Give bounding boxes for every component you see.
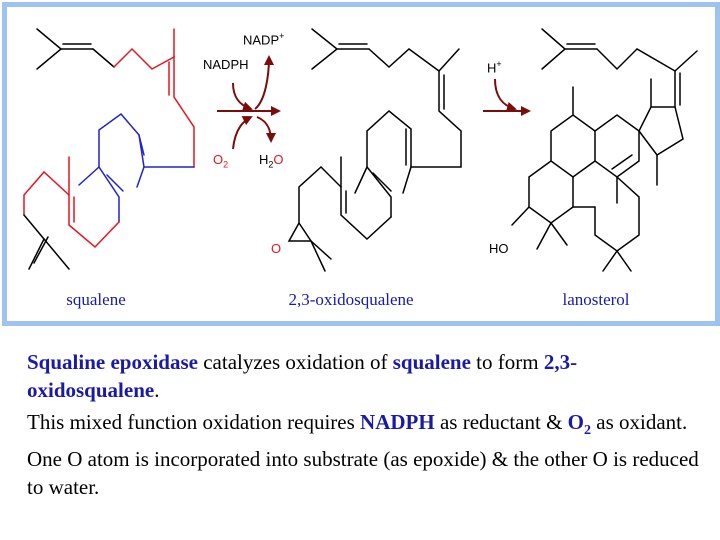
- substrate-name: squalene: [392, 350, 471, 374]
- description-paragraph-2: This mixed function oxidation requires N…: [27, 410, 699, 500]
- nadp-plus-label: NADP+: [243, 31, 285, 48]
- reaction-arrow-epoxidation: [217, 55, 281, 150]
- lanosterol-name: lanosterol: [562, 290, 630, 309]
- oxygen-label: O2: [213, 152, 229, 170]
- description-text: Squaline epoxidase catalyzes oxidation o…: [27, 348, 707, 505]
- reaction-scheme-drawing: [23, 28, 698, 272]
- squalene-name: squalene: [66, 290, 126, 309]
- water-label: H2O: [259, 152, 284, 170]
- product-name: 2,3-oxidosqualene: [27, 350, 578, 402]
- oxidosqualene-structure: [287, 28, 462, 272]
- reductant-name: NADPH: [360, 410, 435, 434]
- lanosterol-structure: [511, 28, 698, 272]
- enzyme-name: Squaline epoxidase: [27, 350, 198, 374]
- reaction-arrow-cyclization: [483, 78, 531, 116]
- epoxide-oxygen-label: O: [271, 241, 282, 256]
- nadph-label: NADPH: [203, 57, 249, 72]
- oxidant-name: O2: [567, 410, 591, 439]
- description-paragraph-1: Squaline epoxidase catalyzes oxidation o…: [27, 350, 578, 402]
- squalene-structure: [23, 28, 195, 270]
- oxidosqualene-name: 2,3-oxidosqualene: [288, 290, 414, 309]
- reaction-diagram-panel: NADP+ NADPH O2 H2O H+ O HO squalene 2,3-…: [2, 2, 720, 326]
- hydroxyl-label: HO: [489, 241, 509, 256]
- proton-label: H+: [487, 59, 502, 76]
